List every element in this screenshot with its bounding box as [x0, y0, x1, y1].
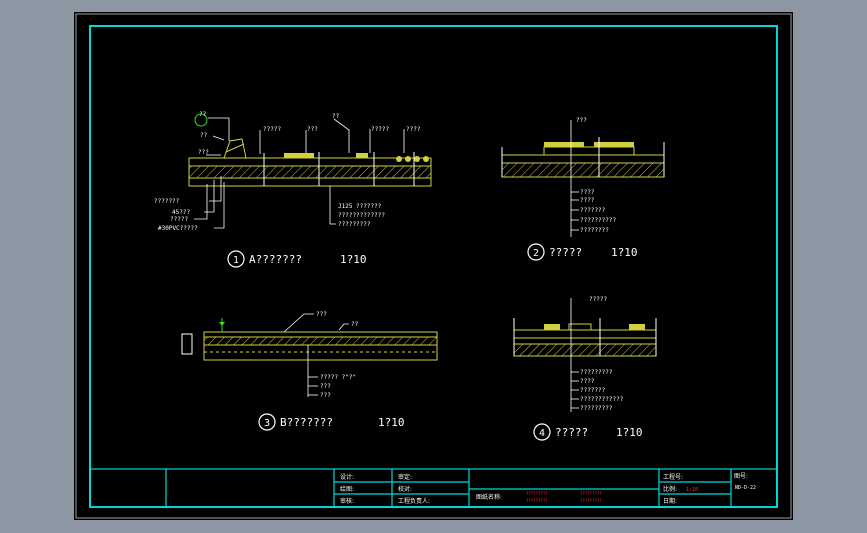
detail-3-scale: 1?10: [378, 416, 405, 429]
detail-1-number-marker: [227, 250, 245, 268]
detail-4-slab: [513, 343, 657, 357]
detail-3-callout: ????? ?"?": [320, 374, 356, 381]
detail-4-callout: ???????: [580, 387, 606, 394]
detail-1-callout: ??: [200, 132, 208, 139]
detail-3-number: 3: [264, 418, 270, 429]
detail-1-callout: ??: [199, 111, 207, 118]
detail-3-callout: ??: [351, 321, 359, 328]
detail-3: ??? ?? ????? ?"?" ??? ??? 3 B??????? 1?1…: [181, 311, 438, 431]
label-drawing: 绘图:: [340, 485, 354, 493]
drawing-name-line: ?????????: [580, 498, 602, 503]
label-scale: 比例:: [663, 485, 677, 493]
detail-4-paver: [544, 324, 560, 330]
detail-1-callout: ?????: [170, 216, 188, 223]
detail-4-title: ?????: [555, 426, 588, 439]
drawing-name-line: ?????????: [580, 491, 602, 496]
detail-1-callout: ???????: [154, 198, 180, 205]
detail-4-callout: ????: [580, 378, 595, 385]
detail-1-callout: ???: [198, 149, 209, 156]
detail-1-callout: ?????: [263, 126, 281, 133]
detail-2-callout: ??????????: [580, 217, 617, 224]
detail-1-callout: ???: [307, 126, 318, 133]
detail-4-number: 4: [539, 428, 545, 439]
label-drawing-name: 图纸名称:: [476, 493, 502, 501]
outer-frame: [75, 13, 792, 519]
detail-2-callout: ????????: [580, 227, 609, 234]
detail-4-callout: ????????????: [580, 396, 624, 403]
drawing-no-value: ND-D-22: [735, 485, 756, 491]
scale-value: 1:10: [686, 487, 698, 493]
detail-1-scale: 1?10: [340, 253, 367, 266]
detail-2: ??? ???? ???? ??????? ?????????? ???????…: [501, 117, 665, 261]
detail-2-callout: ???: [576, 117, 587, 124]
label-check: 审定:: [398, 473, 412, 481]
label-project-no: 工程号:: [663, 473, 683, 481]
label-project-lead: 工程负责人:: [398, 497, 430, 505]
detail-3-callout: ???: [320, 392, 331, 399]
detail-1-callout: ??: [332, 113, 340, 120]
detail-3-slab: [203, 336, 438, 346]
detail-2-scale: 1?10: [611, 246, 638, 259]
section-marker-icon: [194, 113, 208, 127]
detail-2-title: ?????: [549, 246, 582, 259]
cad-drawing: ?? ?? ??? ????? ??? ?? ????? ???? ??????…: [75, 13, 792, 519]
detail-1: ?? ?? ??? ????? ??? ?? ????? ???? ??????…: [154, 111, 432, 268]
label-proofread: 校对:: [398, 485, 412, 493]
detail-1-curb: [223, 138, 247, 159]
label-drawing-no: 图号:: [734, 473, 748, 480]
detail-2-number: 2: [533, 248, 539, 259]
level-marker-icon: [219, 322, 225, 326]
detail-2-callout: ???????: [580, 207, 606, 214]
detail-1-callout: ?????????: [338, 221, 371, 228]
label-design: 设计:: [340, 473, 354, 481]
detail-1-base: [188, 177, 432, 187]
detail-3-callout: ???: [320, 383, 331, 390]
detail-1-callout: ????: [406, 126, 421, 133]
detail-2-paver: [544, 142, 584, 147]
detail-4-scale: 1?10: [616, 426, 643, 439]
detail-2-number-marker: [527, 243, 545, 261]
title-block: [89, 468, 778, 508]
drawing-name-line: ?????????: [526, 498, 548, 503]
detail-1-title: A???????: [249, 253, 302, 266]
drawing-name-line: ?????????: [526, 491, 548, 496]
detail-4: ????? ????????? ???? ??????? ???????????…: [513, 296, 657, 441]
detail-1-callout: ?????????????: [338, 212, 385, 219]
detail-2-callout: ????: [580, 197, 595, 204]
detail-2-callout: ????: [580, 189, 595, 196]
detail-1-callout: #30PVC?????: [158, 225, 198, 232]
label-date: 日期:: [663, 497, 677, 505]
detail-2-slab: [501, 162, 665, 178]
detail-4-callout: ?????: [589, 296, 607, 303]
detail-3-dim: [181, 333, 193, 355]
detail-1-callout: J125 ???????: [338, 203, 382, 210]
detail-4-number-marker: [533, 423, 551, 441]
drawing-sheet: ?? ?? ??? ????? ??? ?? ????? ???? ??????…: [74, 12, 793, 520]
detail-3-callout: ???: [316, 311, 327, 318]
detail-1-paver: [284, 153, 314, 158]
detail-3-title: B???????: [280, 416, 333, 429]
detail-3-number-marker: [258, 413, 276, 431]
detail-1-number: 1: [233, 255, 239, 266]
detail-1-callout: 45???: [172, 209, 190, 216]
detail-4-callout: ?????????: [580, 369, 613, 376]
detail-1-slab: [188, 165, 432, 179]
title-block-text: 设计: 绘图: 审核: 审定: 校对: 工程负责人: 图纸名称: ???????…: [340, 473, 756, 505]
detail-1-callout: ?????: [371, 126, 389, 133]
detail-4-callout: ?????????: [580, 405, 613, 412]
label-review: 审核:: [340, 497, 354, 505]
detail-1-top-layer: [188, 157, 432, 167]
inner-frame: [89, 25, 778, 508]
